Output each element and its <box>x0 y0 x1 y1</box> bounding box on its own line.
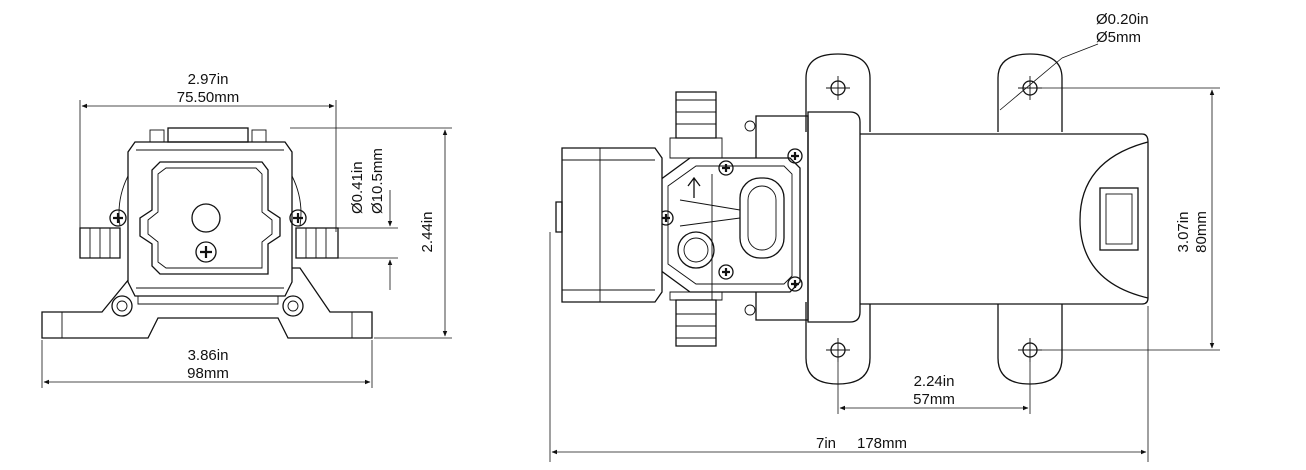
base-width-in: 3.86in <box>188 347 229 364</box>
top-dimension-hole-spacing: 2.24in 57mm <box>837 362 1031 414</box>
hole-spacing-mm: 57mm <box>913 391 955 408</box>
front-width-mm: 75.50mm <box>177 89 240 106</box>
overall-length-in: 7in <box>816 435 836 452</box>
port-diameter-mm: Ø10.5mm <box>369 148 386 214</box>
top-dimension-hole-diameter: Ø0.20in Ø5mm <box>999 11 1149 111</box>
height-in: 2.44in <box>419 212 436 253</box>
mount-width-in: 3.07in <box>1175 212 1192 253</box>
front-width-in: 2.97in <box>188 71 229 88</box>
overall-length-mm: 178mm <box>857 435 907 452</box>
top-view-pump <box>555 53 1149 385</box>
front-dimension-body-width: 2.97in 75.50mm <box>79 71 337 232</box>
top-dimension-mount-width: 3.07in 80mm <box>1040 87 1220 351</box>
front-view-pump <box>41 127 373 339</box>
base-width-mm: 98mm <box>187 365 229 382</box>
top-dimension-overall-length: 7in 178mm <box>549 232 1149 462</box>
mount-width-mm: 80mm <box>1193 211 1210 253</box>
front-dimension-port-diameter: Ø0.41in Ø10.5mm <box>338 148 398 290</box>
port-diameter-in: Ø0.41in <box>349 161 366 214</box>
hole-diameter-in: Ø0.20in <box>1096 11 1149 28</box>
hole-spacing-in: 2.24in <box>914 373 955 390</box>
hole-diameter-mm: Ø5mm <box>1096 29 1141 46</box>
front-dimension-height: 2.44in <box>290 127 452 339</box>
front-dimension-base-width: 3.86in 98mm <box>41 340 373 388</box>
